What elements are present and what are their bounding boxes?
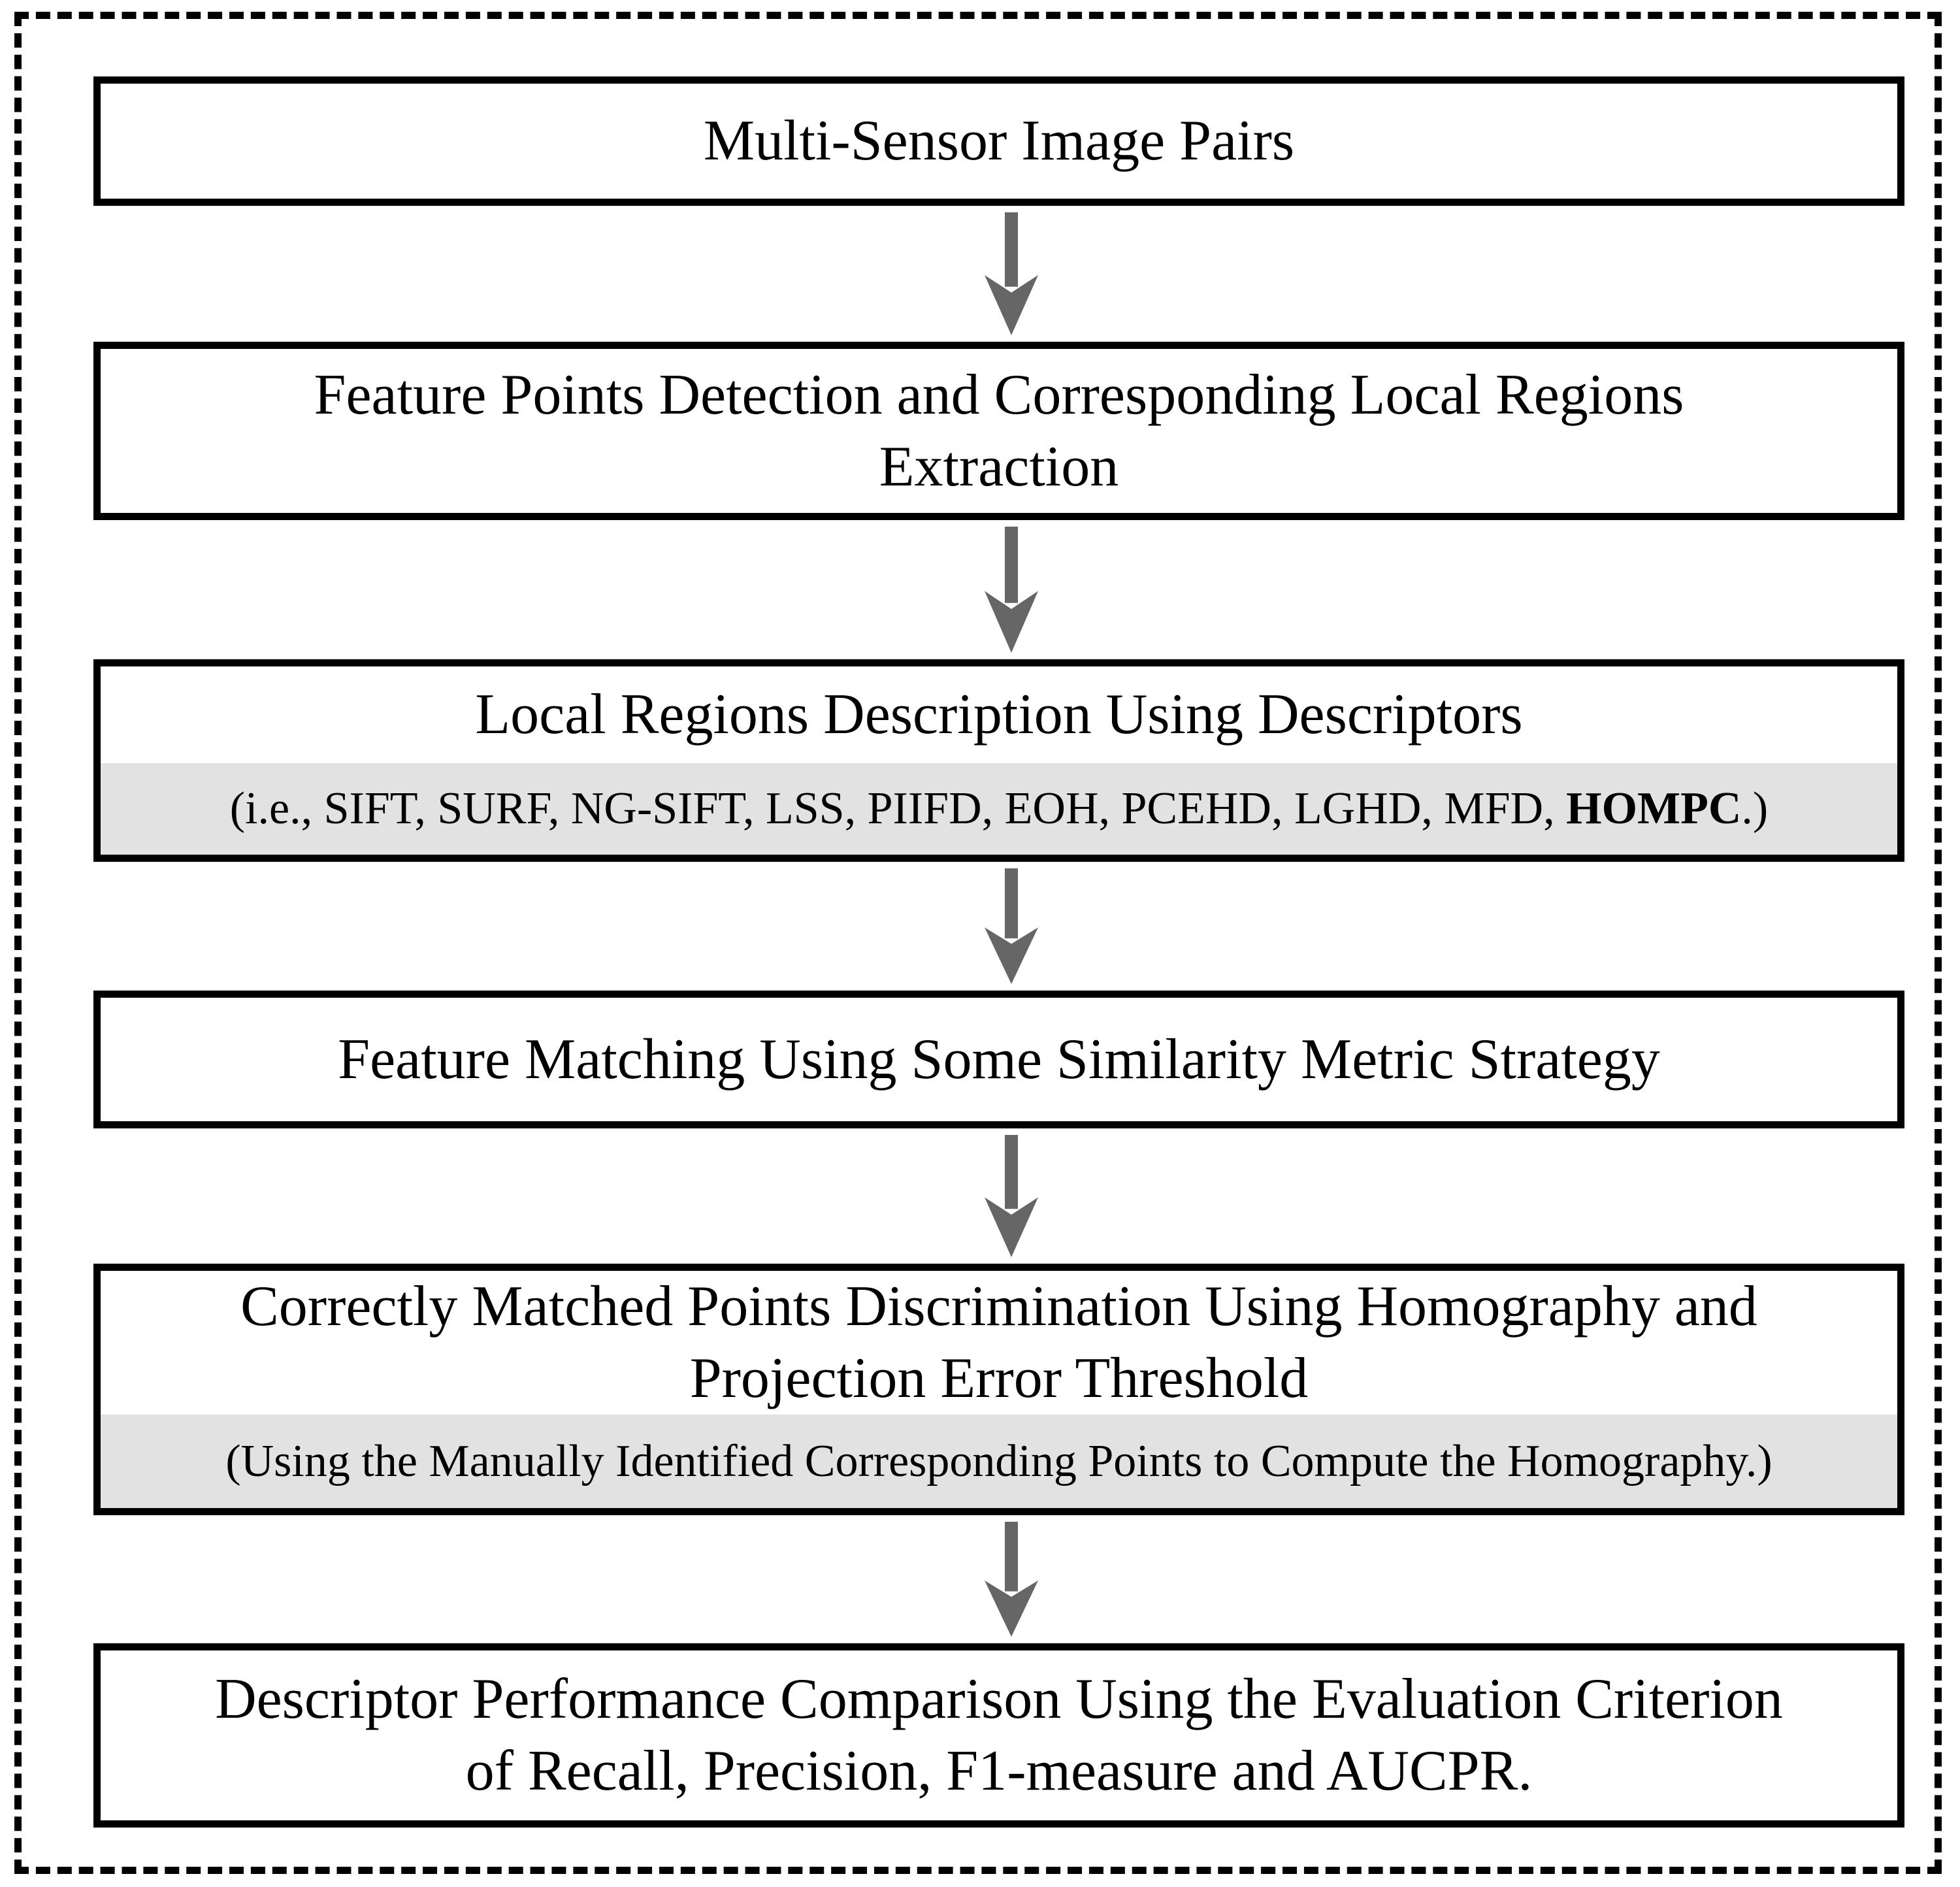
dashed-border-frame: Multi-Sensor Image Pairs Feature Points … xyxy=(14,12,1942,1874)
box-title-area: Local Regions Description Using Descript… xyxy=(101,666,1897,763)
box-title: Descriptor Performance Comparison Using … xyxy=(215,1667,1783,1803)
box-title: Multi-Sensor Image Pairs xyxy=(703,109,1295,172)
flow-box-matched-points-discrimination: Correctly Matched Points Discrimination … xyxy=(93,1264,1904,1515)
note-text-suffix: .) xyxy=(1741,783,1769,834)
arrow-head xyxy=(985,591,1038,653)
arrow-stem xyxy=(1005,1522,1018,1592)
flow-box-local-regions-description: Local Regions Description Using Descript… xyxy=(93,659,1904,862)
flow-box-feature-points-detection: Feature Points Detection and Correspondi… xyxy=(93,342,1904,520)
arrow-stem xyxy=(1005,868,1018,939)
box-title: Correctly Matched Points Discrimination … xyxy=(240,1275,1757,1410)
box-title-area: Feature Matching Using Some Similarity M… xyxy=(101,998,1897,1121)
arrow-stem xyxy=(1005,212,1018,287)
down-arrow-icon xyxy=(985,212,1038,335)
note-text-bold-hompc: HOMPC xyxy=(1566,783,1742,834)
arrow-stem xyxy=(1005,1135,1018,1209)
arrow-head xyxy=(985,1580,1038,1637)
note-text: (i.e., SIFT, SURF, NG-SIFT, LSS, PIIFD, … xyxy=(230,781,1768,836)
box-title-area: Multi-Sensor Image Pairs xyxy=(101,84,1897,199)
note-text-prefix: (i.e., SIFT, SURF, NG-SIFT, LSS, PIIFD, … xyxy=(229,783,1567,834)
arrow-stem xyxy=(1005,527,1018,603)
down-arrow-icon xyxy=(985,868,1038,984)
box-title: Feature Matching Using Some Similarity M… xyxy=(338,1027,1660,1091)
box-title-area: Descriptor Performance Comparison Using … xyxy=(101,1650,1897,1820)
descriptor-list-note-band: (i.e., SIFT, SURF, NG-SIFT, LSS, PIIFD, … xyxy=(101,763,1897,855)
flow-box-feature-matching: Feature Matching Using Some Similarity M… xyxy=(93,991,1904,1128)
down-arrow-icon xyxy=(985,1135,1038,1257)
arrow-head xyxy=(985,274,1038,335)
arrow-head xyxy=(985,1197,1038,1257)
arrow-head xyxy=(985,927,1038,984)
box-title: Local Regions Description Using Descript… xyxy=(475,683,1523,746)
note-text: (Using the Manually Identified Correspon… xyxy=(225,1436,1772,1486)
homography-note-band: (Using the Manually Identified Correspon… xyxy=(101,1415,1897,1508)
box-title-area: Correctly Matched Points Discrimination … xyxy=(101,1271,1897,1415)
flow-box-performance-comparison: Descriptor Performance Comparison Using … xyxy=(93,1643,1904,1828)
box-title: Feature Points Detection and Correspondi… xyxy=(314,363,1684,499)
flow-box-multi-sensor-image-pairs: Multi-Sensor Image Pairs xyxy=(93,76,1904,206)
box-title-area: Feature Points Detection and Correspondi… xyxy=(101,349,1897,513)
down-arrow-icon xyxy=(985,527,1038,653)
down-arrow-icon xyxy=(985,1522,1038,1637)
